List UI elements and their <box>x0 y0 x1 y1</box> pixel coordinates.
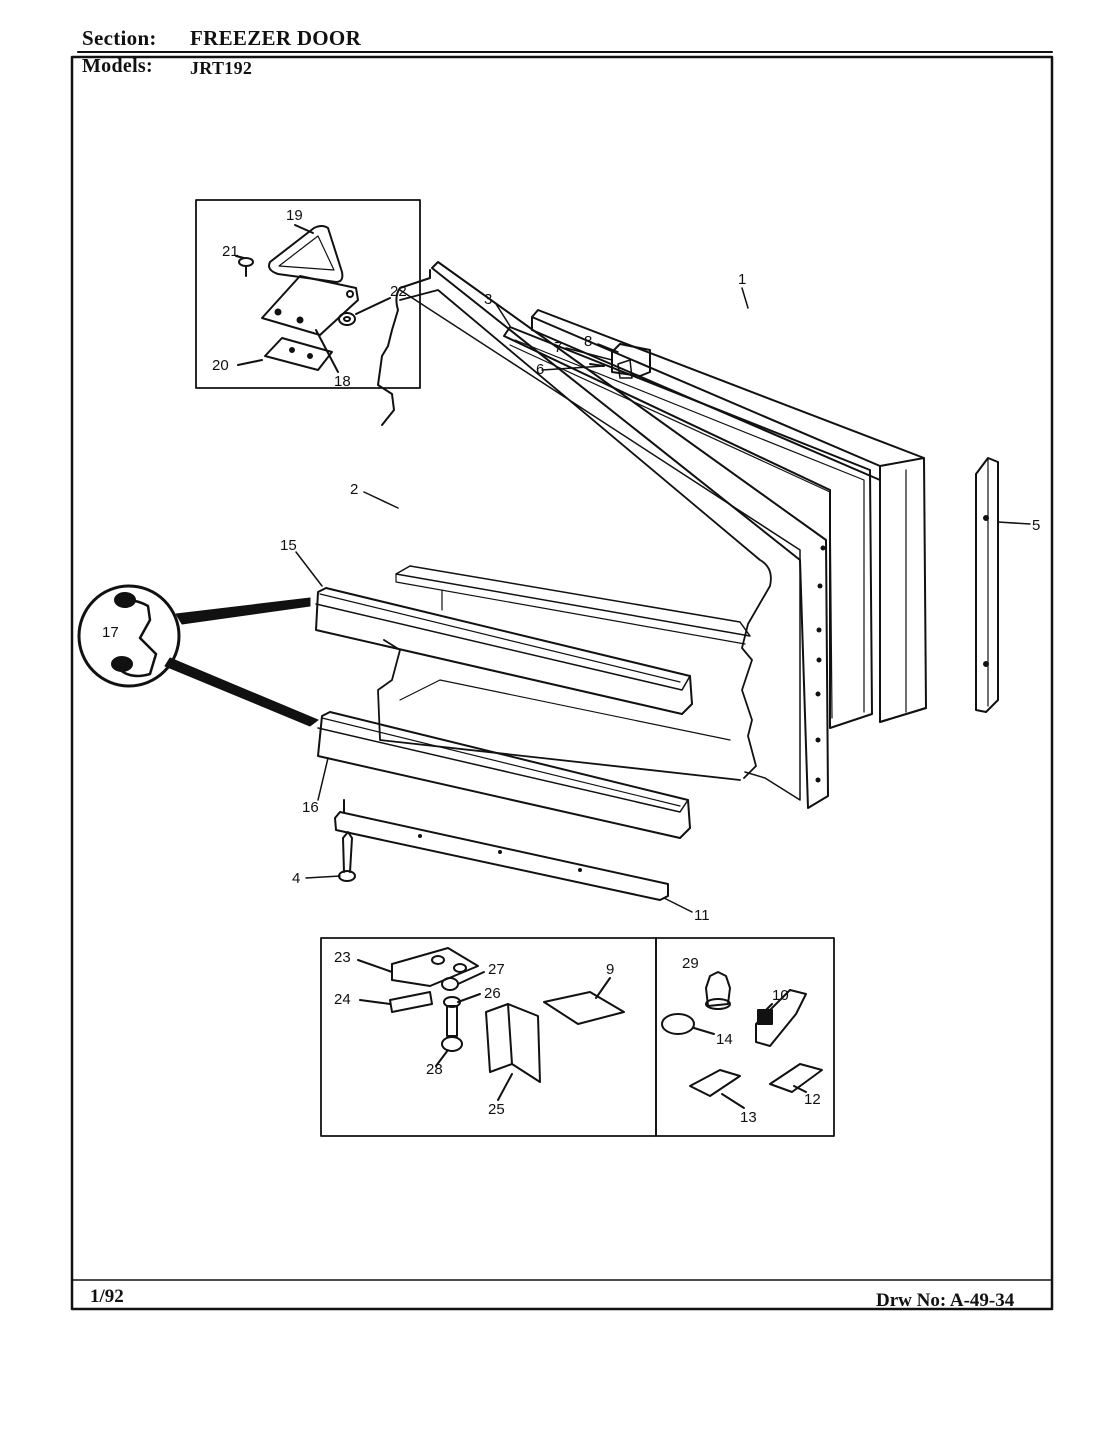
callout-11: 11 <box>694 907 710 924</box>
callout-21: 21 <box>222 243 239 260</box>
callout-1: 1 <box>738 271 746 288</box>
callout-22: 22 <box>390 283 407 300</box>
callout-23: 23 <box>334 949 351 966</box>
door-stop-parts <box>589 343 651 379</box>
shelf-bar-upper <box>315 587 693 715</box>
drawing-number: Drw No: A-49-34 <box>876 1290 1015 1311</box>
callout-18: 18 <box>334 373 351 390</box>
door-liner <box>377 261 829 809</box>
callout-4: 4 <box>292 870 300 887</box>
callout-20: 20 <box>212 357 229 374</box>
callout-3: 3 <box>484 291 492 308</box>
callout-7: 7 <box>554 339 562 356</box>
callout-2: 2 <box>350 481 358 498</box>
callout-14: 14 <box>716 1031 733 1048</box>
inset-hinge-cover <box>195 199 421 389</box>
gasket-detail-circle <box>77 584 319 727</box>
callout-28: 28 <box>426 1061 443 1078</box>
shelf-bar-lower <box>317 711 691 839</box>
section-label: Section: <box>82 26 157 50</box>
screw <box>338 831 356 882</box>
callout-5: 5 <box>1032 517 1040 534</box>
callout-labels: 1 2 3 4 5 6 7 8 9 10 11 12 13 14 15 16 1… <box>102 207 1040 1126</box>
callout-24: 24 <box>334 991 351 1008</box>
section-title: FREEZER DOOR <box>190 26 362 50</box>
callout-13: 13 <box>740 1109 757 1126</box>
models-label: Models: <box>82 55 153 77</box>
callout-9: 9 <box>606 961 614 978</box>
callout-16: 16 <box>302 799 319 816</box>
callout-6: 6 <box>536 361 544 378</box>
callout-29: 29 <box>682 955 699 972</box>
callout-12: 12 <box>804 1091 821 1108</box>
callout-10: 10 <box>772 987 789 1004</box>
page-frame <box>70 51 1054 1311</box>
door-gasket <box>503 326 873 729</box>
callout-25: 25 <box>488 1101 505 1118</box>
callout-8: 8 <box>584 333 592 350</box>
callout-19: 19 <box>286 207 303 224</box>
leader-lines <box>295 287 1031 913</box>
callout-27: 27 <box>488 961 505 978</box>
callout-26: 26 <box>484 985 501 1002</box>
models-value: JRT192 <box>190 58 253 78</box>
inset-door-accessories <box>655 937 835 1137</box>
revision-date: 1/92 <box>90 1286 124 1307</box>
callout-15: 15 <box>280 537 297 554</box>
bottom-trim <box>334 799 669 901</box>
side-trim-strip <box>975 457 999 713</box>
callout-17: 17 <box>102 624 119 641</box>
